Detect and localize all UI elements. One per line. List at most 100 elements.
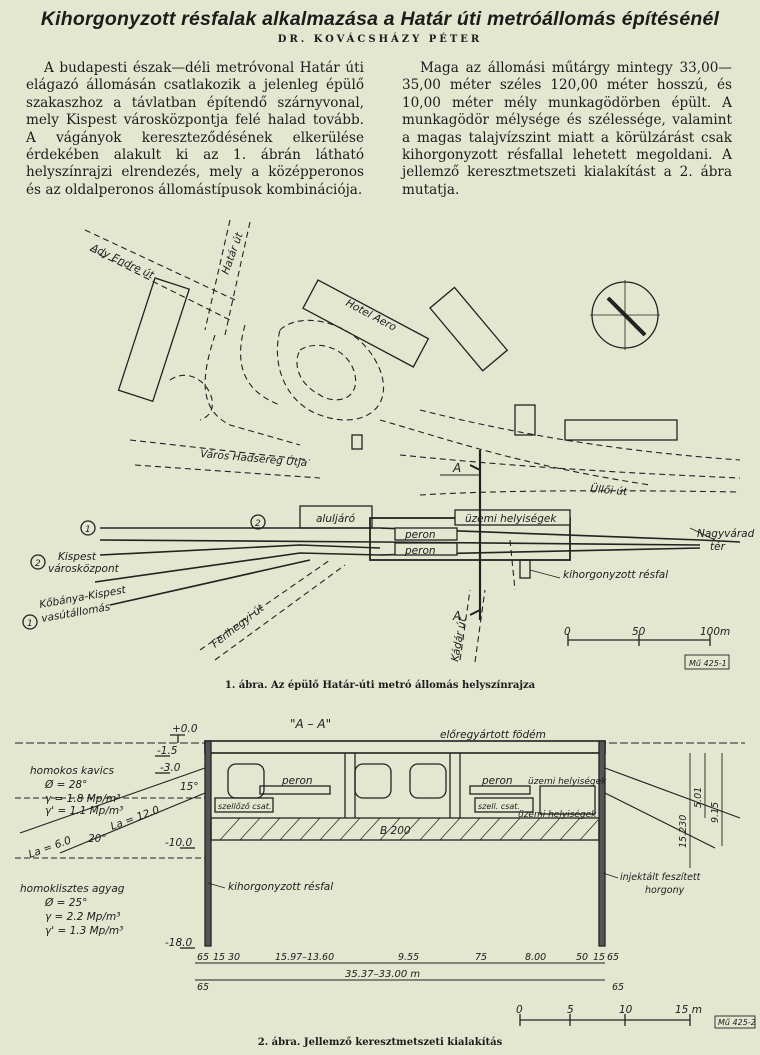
soil1-name: homokos kavics	[30, 765, 114, 777]
train-1	[227, 763, 265, 799]
figure1-caption: 1. ábra. Az épülő Határ-úti metró állomá…	[224, 680, 536, 691]
label-underpass: aluljáró	[316, 513, 356, 525]
marker-4-text: 1	[27, 619, 33, 629]
angle-15: 15°	[180, 781, 199, 793]
vdim-1: 15.230	[678, 815, 689, 848]
dim-total: 35.37–33.00 m	[345, 969, 420, 980]
dim-4: 15.97–13.60	[275, 952, 334, 963]
angle-20: 20°	[88, 833, 107, 845]
dim-9: 15	[593, 952, 605, 963]
label-platform-2: peron	[404, 545, 436, 557]
stair-top	[351, 434, 363, 450]
sec-service-1: üzemi helyiségek	[528, 776, 607, 787]
soil2-phi: Ø = 25°	[44, 897, 87, 909]
sec-anchor-2: horgony	[645, 885, 685, 896]
anchor-upper	[19, 767, 206, 834]
hotel-building	[302, 279, 430, 368]
right-diaphragm-wall	[598, 740, 606, 947]
label-varos: Város Hadsereg Útja	[200, 447, 308, 469]
article-title: Kihorgonyzott résfalak alkalmazása a Hat…	[40, 8, 720, 30]
fig2-ref: Mű 425-2	[718, 1018, 756, 1027]
sec-diaphragm: kihorgonyzott résfal	[228, 881, 333, 893]
dim-12: 65	[612, 982, 624, 993]
article-author: DR. KOVÁCSHÁZY PÉTER	[277, 34, 483, 45]
route-marker-3	[30, 554, 46, 570]
label-hatar: Határ út	[220, 230, 246, 276]
vdim-2: 5.01	[693, 787, 704, 808]
body-column-right: Maga az állomási műtárgy mintegy 33,00—3…	[402, 60, 732, 199]
soil1-phi: Ø = 28°	[44, 779, 87, 791]
service-rooms-box	[454, 509, 571, 526]
road-outlines	[84, 219, 741, 663]
route-marker-2	[250, 514, 266, 530]
scale2-5: 5	[567, 1004, 574, 1016]
left-platform	[259, 785, 331, 795]
building-block-1	[117, 277, 191, 403]
scale2-10: 10	[619, 1004, 633, 1016]
route-marker-1	[80, 520, 96, 536]
scale-0: 0	[564, 626, 571, 638]
sec-vent-1: szellőző csat.	[218, 802, 271, 811]
elev-0: +0.0	[172, 723, 198, 735]
scale-50: 50	[632, 626, 646, 638]
label-ter: tér	[710, 541, 726, 553]
left-diaphragm-wall	[204, 740, 212, 947]
dim-8: 50	[576, 952, 588, 963]
marker-3-text: 2	[35, 559, 41, 569]
label-section-top: A	[452, 461, 461, 475]
sec-slab-grade: B 200	[380, 825, 411, 837]
label-hotel: Hotel Aero	[344, 297, 399, 334]
marker-1-text: 1	[85, 525, 91, 535]
label-ullo: Üllői út	[590, 482, 629, 498]
vdim-3: 9.15	[710, 802, 721, 823]
dim-2: 15	[213, 952, 225, 963]
elev-10: -10.0	[165, 837, 192, 849]
label-ferihegyi: Ferihegyi út	[209, 602, 267, 651]
soil2-name: homoklisztes agyag	[20, 883, 125, 895]
label-kispest: Kispest	[58, 551, 97, 563]
left-paragraph: A budapesti észak—déli metróvonal Határ …	[26, 60, 364, 198]
dim-3: 30	[228, 952, 240, 963]
label-service: üzemi helyiségek	[465, 513, 557, 525]
fig1-ref: Mű 425-1	[689, 659, 727, 668]
base-slab	[210, 817, 600, 841]
body-column-left: A budapesti észak—déli metróvonal Határ …	[26, 60, 364, 199]
anchor-length-6: La = 6.0	[27, 834, 73, 861]
marker-2-text: 2	[255, 519, 261, 529]
site-plan-figure: Ady Endre út Határ út Hotel Aero Város H…	[22, 219, 755, 670]
section-title: "A – A"	[290, 717, 331, 731]
dim-7: 8.00	[525, 952, 546, 963]
dim-1: 65	[197, 952, 209, 963]
train-2	[354, 763, 392, 799]
elev-1-5: -1.5	[157, 745, 178, 757]
sec-platform-2: peron	[481, 775, 513, 787]
soil2-gamma: γ = 2.2 Mp/m³	[45, 911, 120, 923]
dim-11: 65	[197, 982, 209, 993]
train-3	[409, 763, 447, 799]
label-section-bottom: A	[452, 609, 461, 623]
sec-platform-1: peron	[281, 775, 313, 787]
sec-anchor-1: injektált feszített	[620, 872, 702, 883]
figure2-caption: 2. ábra. Jellemző keresztmetszeti kialak…	[257, 1037, 503, 1048]
elev-3: -3.0	[160, 762, 181, 774]
cross-section-figure: "A – A" +0.0 -1.5 -3.0 -10.0 -18.0 előre…	[15, 717, 756, 1029]
label-platform-1: peron	[404, 529, 436, 541]
building-block-2	[429, 286, 509, 372]
scale2-0: 0	[516, 1004, 523, 1016]
label-diaphragm: kihorgonyzott résfal	[563, 569, 668, 581]
right-platform	[469, 785, 531, 795]
label-kozpont: városközpont	[48, 563, 120, 575]
label-nagyvarad: Nagyvárad	[697, 528, 755, 540]
building-block-4	[564, 419, 678, 441]
elev-18: -18.0	[165, 937, 192, 949]
label-roof: előregyártott födém	[440, 729, 546, 741]
soil1-gamma-prime: γ' = 1.1 Mp/m³	[45, 805, 123, 817]
underpass-box	[299, 505, 373, 529]
roof-slab	[204, 740, 606, 754]
dim-6: 75	[475, 952, 487, 963]
route-marker-4	[22, 614, 38, 630]
scale2-15: 15 m	[675, 1004, 702, 1016]
dim-10: 65	[607, 952, 619, 963]
anchor-lower	[59, 792, 206, 854]
building-block-3	[514, 404, 536, 436]
